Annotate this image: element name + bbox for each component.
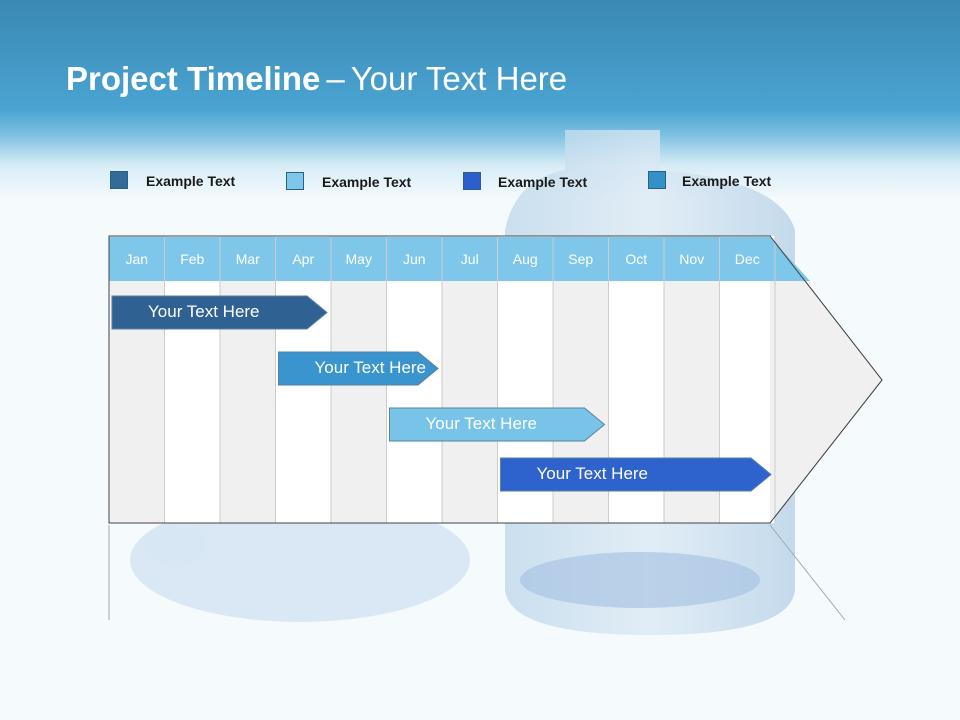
month-label-aug: Aug <box>512 251 538 267</box>
legend-label-4: Example Text <box>682 173 772 189</box>
month-label-jun: Jun <box>402 251 426 267</box>
task-label-2: Your Text Here <box>314 358 427 377</box>
header-band <box>0 0 960 200</box>
month-label-mar: Mar <box>235 251 260 267</box>
task-bar-2 <box>278 351 439 386</box>
month-label-oct: Oct <box>625 251 648 267</box>
month-label-may: May <box>345 251 372 267</box>
month-column-jul <box>442 236 498 523</box>
task-bar-3 <box>389 407 606 442</box>
title-bold: Project Timeline <box>66 60 321 97</box>
month-label-apr: Apr <box>292 251 315 267</box>
month-label-feb: Feb <box>180 251 205 267</box>
task-label-3: Your Text Here <box>425 414 538 433</box>
task-bar-1 <box>111 295 328 330</box>
month-column-feb <box>164 236 220 523</box>
task-label-4: Your Text Here <box>536 464 649 483</box>
month-header-band-tip <box>770 237 810 281</box>
legend-swatch-1 <box>110 171 128 189</box>
title-dash: – <box>326 60 345 97</box>
legend-swatch-2 <box>286 172 304 190</box>
month-label-jul: Jul <box>460 251 479 267</box>
month-header-band <box>109 237 770 281</box>
legend-swatch-3 <box>463 172 481 190</box>
title-subtext: Your Text Here <box>350 60 568 97</box>
month-column-jan <box>109 236 165 523</box>
month-column-mar <box>220 236 276 523</box>
month-label-dec: Dec <box>734 251 760 267</box>
page-title: Project Timeline–Your Text Here <box>66 60 567 104</box>
timeline-arrow-border <box>108 235 883 524</box>
legend-label-1: Example Text <box>146 173 236 189</box>
legend-label-2: Example Text <box>322 174 412 190</box>
arrow-head-fill <box>770 236 882 523</box>
month-label-jan: Jan <box>125 251 149 267</box>
task-bar-4 <box>500 457 772 492</box>
month-label-sep: Sep <box>568 251 594 267</box>
legend-label-3: Example Text <box>498 174 588 190</box>
legend-swatch-4 <box>648 171 666 189</box>
task-label-1: Your Text Here <box>148 302 260 321</box>
month-label-nov: Nov <box>679 251 705 267</box>
